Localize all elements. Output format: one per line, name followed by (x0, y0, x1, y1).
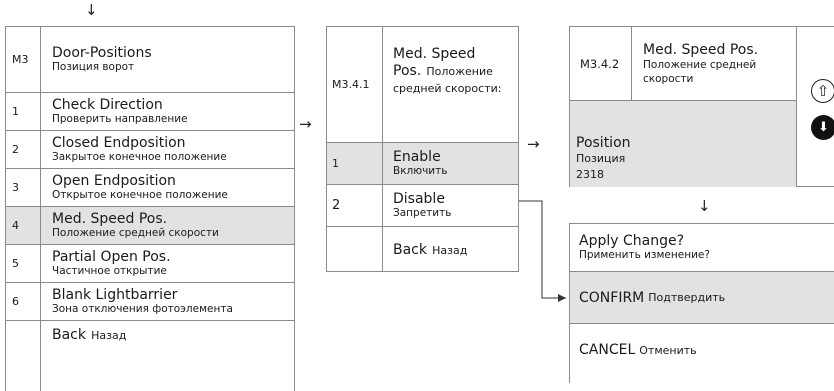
menu-m3-item-6[interactable]: 6 Blank Lightbarrier Зона отключения фот… (6, 283, 294, 321)
menu-m3-item-num: 4 (6, 207, 41, 244)
menu-m3-back-num (6, 321, 41, 391)
menu-m342-position-text: Position Позиция 2318 (576, 135, 631, 183)
menu-m341-item-title: Enable (393, 149, 441, 165)
menu-m3-item-text: Med. Speed Pos. Положение средней скорос… (52, 207, 219, 244)
menu-m341-item-text: Disable Запретить (393, 185, 451, 226)
menu-m342-position-field[interactable]: Position Позиция 2318 (570, 101, 797, 187)
menu-m3-item-3[interactable]: 3 Open Endposition Открытое конечное пол… (6, 169, 294, 207)
apply-dialog-header: Apply Change? Применить изменение? (570, 224, 834, 272)
confirm-text: CONFIRM Подтвердить (579, 272, 725, 323)
cancel-title: CANCEL (579, 342, 636, 358)
menu-m341-back-subtitle: Назад (432, 244, 468, 257)
menu-m3-item-num: 5 (6, 245, 41, 282)
apply-dialog: Apply Change? Применить изменение? CONFI… (569, 223, 834, 383)
menu-m3-code: M3 (6, 27, 41, 92)
menu-m3-item-title: Open Endposition (52, 173, 176, 189)
menu-m342-header: M3.4.2 Med. Speed Pos. Положение средней… (570, 27, 797, 101)
menu-m3-item-num: 1 (6, 93, 41, 130)
menu-m3-back-title: Back (52, 327, 86, 343)
menu-m3-item-5[interactable]: 5 Partial Open Pos. Частичное открытие (6, 245, 294, 283)
apply-dialog-subtitle: Применить изменение? (579, 249, 710, 261)
down-arrow-icon[interactable]: ⬇ (811, 115, 834, 140)
menu-m3-item-text: Open Endposition Открытое конечное полож… (52, 169, 228, 206)
menu-m3-back-subtitle: Назад (91, 329, 127, 342)
menu-m342-position-value: 2318 (576, 168, 604, 181)
menu-m341-title-block: Med. Speed Pos. Положение средней скорос… (393, 46, 515, 96)
menu-m3-subtitle: Позиция ворот (52, 61, 135, 73)
menu-m341-item-enable-selected[interactable]: 1 Enable Включить (327, 143, 518, 185)
menu-m341-item-subtitle: Включить (393, 165, 448, 177)
arrow-down-top-icon: ↓ (85, 1, 98, 19)
menu-m3-item-text: Closed Endposition Закрытое конечное пол… (52, 131, 227, 168)
menu-m341-back-num (327, 227, 383, 271)
menu-m3-title-block: Door-Positions Позиция ворот (52, 27, 152, 92)
menu-m341-code: M3.4.1 (327, 27, 383, 142)
menu-m3-item-title: Check Direction (52, 97, 163, 113)
menu-m3-item-4-selected[interactable]: 4 Med. Speed Pos. Положение средней скор… (6, 207, 294, 245)
menu-m341-header: M3.4.1 Med. Speed Pos. Положение средней… (327, 27, 518, 143)
menu-m341-back-title: Back (393, 242, 427, 258)
menu-m342-position-subtitle: Позиция (576, 152, 626, 165)
apply-dialog-title-block: Apply Change? Применить изменение? (579, 224, 710, 271)
menu-m3-item-title: Blank Lightbarrier (52, 287, 178, 303)
menu-m3-item-text: Blank Lightbarrier Зона отключения фотоэ… (52, 283, 233, 320)
menu-m3-item-title: Med. Speed Pos. (52, 211, 168, 227)
menu-m342: M3.4.2 Med. Speed Pos. Положение средней… (569, 26, 834, 187)
menu-m3-item-text: Check Direction Проверить направление (52, 93, 188, 130)
menu-m3-item-subtitle: Открытое конечное положение (52, 189, 228, 201)
menu-m342-position-title: Position (576, 135, 631, 151)
menu-m3-item-num: 6 (6, 283, 41, 320)
menu-m341-item-num: 2 (327, 185, 383, 226)
menu-m3-item-title: Partial Open Pos. (52, 249, 171, 265)
menu-m3-back-text: Back Назад (52, 324, 126, 343)
cancel-button[interactable]: CANCEL Отменить (570, 324, 834, 384)
menu-m341: M3.4.1 Med. Speed Pos. Положение средней… (326, 26, 519, 272)
menu-m341-item-text: Enable Включить (393, 143, 447, 184)
menu-m342-title: Med. Speed Pos. (643, 41, 759, 58)
menu-m3-back[interactable]: Back Назад (6, 321, 294, 391)
up-arrow-icon[interactable]: ⇧ (811, 79, 834, 103)
menu-m3-item-subtitle: Частичное открытие (52, 265, 167, 277)
menu-m341-item-num: 1 (327, 143, 383, 184)
cancel-text: CANCEL Отменить (579, 316, 697, 384)
menu-m3-item-subtitle: Положение средней скорости (52, 227, 219, 239)
menu-m3: M3 Door-Positions Позиция ворот 1 Check … (5, 26, 295, 391)
menu-m341-back-text: Back Назад (393, 239, 467, 258)
confirm-button[interactable]: CONFIRM Подтвердить (570, 272, 834, 324)
menu-m3-item-1[interactable]: 1 Check Direction Проверить направление (6, 93, 294, 131)
menu-m3-item-subtitle: Закрытое конечное положение (52, 151, 227, 163)
menu-m341-item-disable[interactable]: 2 Disable Запретить (327, 185, 518, 227)
menu-m3-item-num: 3 (6, 169, 41, 206)
menu-m342-code: M3.4.2 (570, 27, 632, 100)
menu-m342-title-block: Med. Speed Pos. Положение средней скорос… (643, 27, 793, 100)
cancel-subtitle: Отменить (639, 343, 697, 357)
menu-m3-item-text: Partial Open Pos. Частичное открытие (52, 245, 171, 282)
menu-m3-item-subtitle: Проверить направление (52, 113, 188, 125)
menu-m341-item-subtitle: Запретить (393, 207, 452, 219)
menu-m341-title-line1: Med. Speed (393, 46, 476, 62)
menu-m3-item-num: 2 (6, 131, 41, 168)
menu-m3-item-title: Closed Endposition (52, 135, 186, 151)
menu-m341-item-title: Disable (393, 191, 445, 207)
menu-m3-title: Door-Positions (52, 45, 152, 61)
confirm-subtitle: Подтвердить (648, 291, 726, 304)
confirm-title: CONFIRM (579, 289, 645, 306)
menu-m3-header: M3 Door-Positions Позиция ворот (6, 27, 294, 93)
arrow-right-1-icon: → (299, 115, 312, 133)
menu-m342-subtitle: Положение средней скорости (643, 58, 757, 85)
menu-m341-back[interactable]: Back Назад (327, 227, 518, 271)
menu-m341-title-line2: Pos. (393, 63, 422, 79)
arrow-right-2-icon: → (527, 135, 540, 153)
apply-dialog-title: Apply Change? (579, 233, 685, 249)
menu-m3-item-subtitle: Зона отключения фотоэлемента (52, 303, 233, 315)
menu-m3-item-2[interactable]: 2 Closed Endposition Закрытое конечное п… (6, 131, 294, 169)
arrow-down-2-icon: ↓ (698, 197, 711, 215)
menu-m341-title-ru: Положение средней скорости: (393, 65, 502, 95)
